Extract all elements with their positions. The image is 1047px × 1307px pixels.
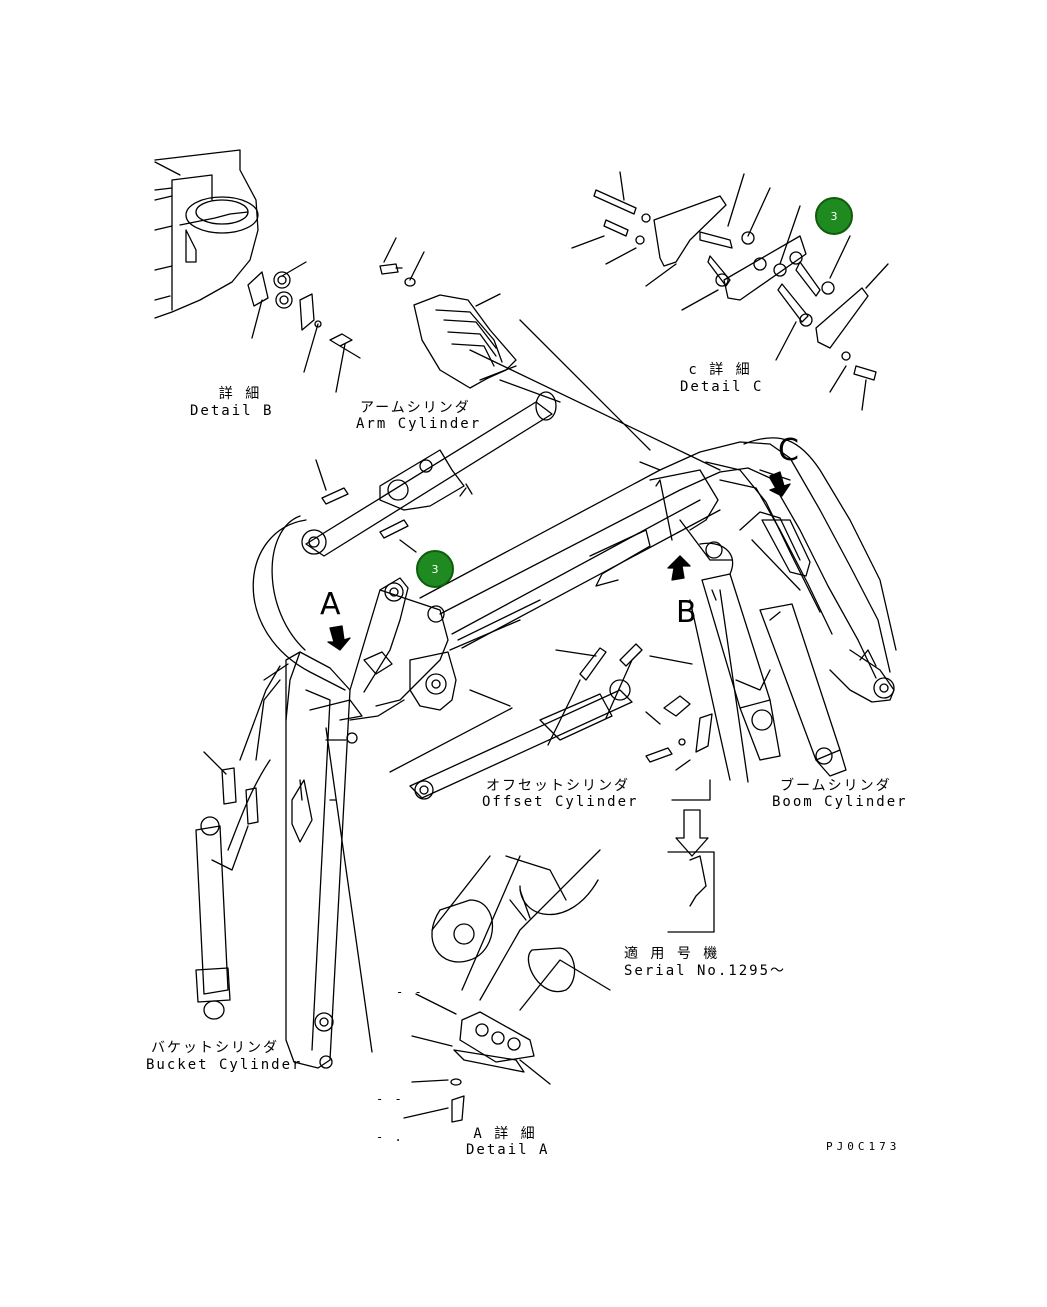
view-b-letter: B bbox=[676, 595, 697, 630]
detail-b-drawing bbox=[155, 150, 360, 392]
clamp-detail-drawing bbox=[646, 696, 714, 932]
boom-cylinder-label-jp: ブームシリンダ bbox=[780, 778, 892, 794]
boom-cylinder-label-en: Boom Cylinder bbox=[772, 794, 908, 810]
plate-drawing bbox=[380, 238, 516, 388]
detail-a-label-jp: A 詳 細 bbox=[473, 1126, 537, 1142]
bucket-cylinder-drawing bbox=[196, 666, 280, 1019]
dash-mark-3: - . bbox=[376, 1130, 404, 1144]
part-callout-3-detail-c[interactable]: 3 bbox=[815, 197, 853, 235]
detail-b-label-jp: 詳 細 bbox=[218, 386, 262, 402]
offset-cylinder-label-en: Offset Cylinder bbox=[482, 794, 639, 810]
detail-b-label-en: Detail B bbox=[190, 403, 274, 419]
bucket-cylinder-label-jp: バケットシリンダ bbox=[151, 1040, 279, 1056]
detail-a-label-en: Detail A bbox=[466, 1142, 550, 1158]
arm-cylinder-label-en: Arm Cylinder bbox=[356, 416, 482, 432]
detail-a-drawing bbox=[404, 850, 610, 1122]
part-callout-3-arm[interactable]: 3 bbox=[416, 550, 454, 588]
serial-label-jp: 適 用 号 機 bbox=[624, 946, 720, 962]
boom-cylinders-drawing bbox=[690, 574, 846, 782]
drawing-code: PJ0C173 bbox=[826, 1140, 901, 1153]
offset-cylinder-drawing bbox=[390, 644, 692, 799]
detail-c-drawing bbox=[572, 172, 888, 410]
detail-c-label-jp: c 詳 細 bbox=[688, 362, 752, 378]
leader-lines bbox=[470, 320, 790, 480]
arm-cylinder-label-jp: アームシリンダ bbox=[360, 400, 471, 416]
dash-mark-2: - - bbox=[376, 1092, 404, 1106]
view-c-letter: C bbox=[778, 433, 799, 468]
arm-cylinder-drawing bbox=[253, 392, 556, 690]
bucket-cylinder-label-en: Bucket Cylinder bbox=[146, 1057, 303, 1073]
detail-c-label-en: Detail C bbox=[680, 379, 764, 395]
arm-drawing bbox=[256, 652, 372, 1068]
dash-mark-1: - - bbox=[396, 985, 424, 999]
boom-drawing bbox=[420, 438, 896, 702]
serial-label-en: Serial No.1295～ bbox=[624, 963, 787, 979]
offset-cylinder-label-jp: オフセットシリンダ bbox=[486, 778, 630, 794]
view-arrows-drawing bbox=[328, 472, 790, 650]
view-a-letter: A bbox=[320, 587, 341, 622]
bracket-drawing bbox=[347, 578, 540, 743]
